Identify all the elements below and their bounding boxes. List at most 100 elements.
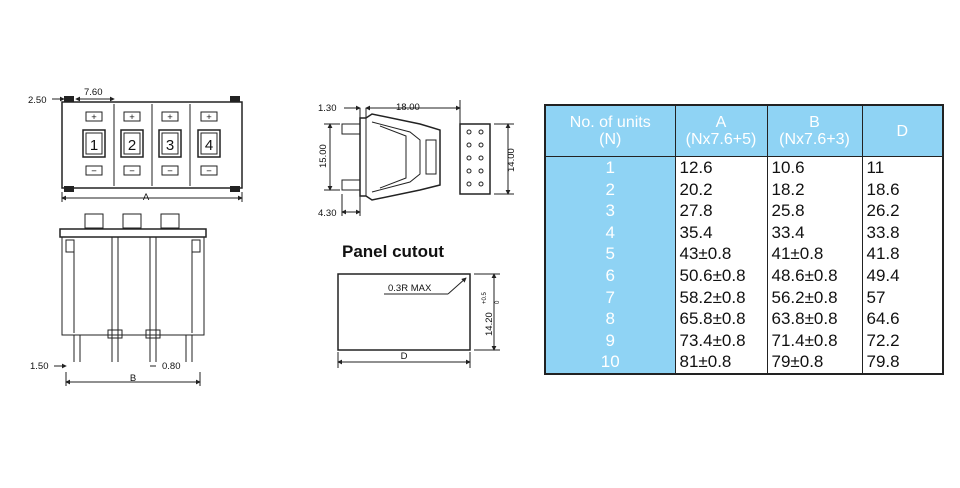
minus-key [85,165,103,176]
unit-1: + 1 − [82,111,106,177]
header-b: B(Nx7.6+3) [766,104,863,157]
corner-clip-top-right [230,96,240,102]
cell-a: 65.8±0.8 [679,309,746,329]
plus-sign: + [129,112,135,123]
minus-sign: − [206,166,212,177]
plus-key [85,111,103,122]
cell-b: 10.6 [771,158,805,177]
dim-left-offset: 2.50 [28,95,47,106]
cell-a: 27.8 [679,201,713,221]
dim-pin-width: 0.80 [162,361,181,372]
cell-b: 48.6±0.8 [771,265,838,285]
front-view: + 1 − + 2 − + 3 − + [28,87,243,203]
cell-a: 20.2 [679,179,713,199]
dim-top-offset: 1.30 [318,103,337,114]
column-b: 10.6 18.2 25.8 33.4 41±0.8 48.6±0.8 56.2… [766,155,863,375]
cell-a: 12.6 [679,158,713,177]
digit-window [82,129,106,158]
plus-sign: + [167,112,173,123]
corner-clip-bottom-right [230,186,240,192]
cell-d: 11 [866,158,885,177]
dim-span-b: B [130,373,136,384]
minus-sign: − [129,166,135,177]
cell-b: 18.2 [771,179,805,199]
cell-b: 71.4±0.8 [771,330,838,350]
cell-d: 26.2 [866,201,900,221]
cell-n: 5 [605,244,615,264]
cell-d: 33.8 [866,222,900,242]
column-units: 1 2 3 4 5 6 7 8 9 10 [544,155,676,375]
cell-a: 81±0.8 [679,352,732,372]
cell-n: 9 [605,330,615,350]
unit-digit: 2 [128,137,136,154]
unit-4: + 4 − [197,111,221,177]
cell-n: 7 [605,287,615,307]
table-body: 1 2 3 4 5 6 7 8 9 10 12.6 20.2 27.8 35.4… [544,155,944,375]
unit-3: + 3 − [158,111,182,177]
dim-cutout-tolerance-lower: 0 [495,300,501,304]
cutout-rectangle [337,273,471,351]
front-body-outline [61,101,243,189]
cell-n: 3 [605,201,615,221]
bottom-flange [59,228,207,238]
cell-b: 63.8±0.8 [771,309,838,329]
dim-pitch: 7.60 [84,87,103,98]
table-header-row: No. of units(N) A(Nx7.6+5) B(Nx7.6+3) D [544,104,944,157]
dim-bottom-offset: 4.30 [318,208,337,219]
cell-a: 35.4 [679,222,713,242]
cell-d: 64.6 [866,309,900,329]
side-body-outline [359,113,441,201]
cell-d: 57 [866,287,886,307]
cell-n: 8 [605,309,615,329]
cell-b: 33.4 [771,222,805,242]
cell-d: 49.4 [866,265,900,285]
cell-d: 79.8 [866,352,900,372]
plus-sign: + [91,112,97,123]
panel-cutout-title: Panel cutout [342,242,444,261]
cell-b: 41±0.8 [771,244,824,264]
dim-width-a: A [143,192,150,203]
plus-sign: + [206,112,212,123]
cell-d: 18.6 [866,179,900,199]
cell-n: 1 [605,158,615,177]
cell-d: 41.8 [866,244,900,264]
minus-sign: − [167,166,173,177]
cell-n: 10 [600,352,620,372]
panel-cutout: Panel cutout 0.3R MAX 14.20 +0.5 0 D [337,242,501,368]
corner-clip-top-left [64,96,74,102]
bottom-body [61,236,205,336]
minus-sign: − [91,166,97,177]
cell-b: 79±0.8 [771,352,824,372]
cell-a: 43±0.8 [679,244,732,264]
cell-a: 58.2±0.8 [679,287,746,307]
column-d: 11 18.6 26.2 33.8 41.8 49.4 57 64.6 72.2… [861,155,944,375]
dim-frame-height: 14.00 [506,148,517,172]
unit-digit: 1 [90,137,98,154]
dim-pin-offset: 1.50 [30,361,49,372]
cell-a: 50.6±0.8 [679,265,746,285]
bottom-view: 1.50 0.80 B [30,213,207,386]
dim-length: 18.00 [396,102,420,113]
cell-n: 2 [605,179,615,199]
cell-n: 4 [605,222,615,242]
dimension-table: No. of units(N) A(Nx7.6+5) B(Nx7.6+3) D … [544,104,944,375]
corner-clip-bottom-left [64,186,74,192]
dim-cutout-tolerance: +0.5 [482,291,488,304]
header-d: D [861,104,944,157]
side-connector [459,123,491,195]
cell-n: 6 [605,265,615,285]
cell-a: 73.4±0.8 [679,330,746,350]
dim-cutout-width-d: D [401,351,408,362]
unit-2: + 2 − [120,111,144,177]
dim-height: 15.00 [318,144,329,168]
cell-b: 25.8 [771,201,805,221]
cell-b: 56.2±0.8 [771,287,838,307]
header-units: No. of units(N) [544,104,676,157]
unit-digit: 3 [166,137,174,154]
column-a: 12.6 20.2 27.8 35.4 43±0.8 50.6±0.8 58.2… [674,155,768,375]
side-view: 1.30 18.00 15.00 14.00 4.30 [318,100,517,219]
dim-cutout-height: 14.20 [484,312,495,336]
dim-radius: 0.3R MAX [388,283,432,294]
cell-d: 72.2 [866,330,900,350]
